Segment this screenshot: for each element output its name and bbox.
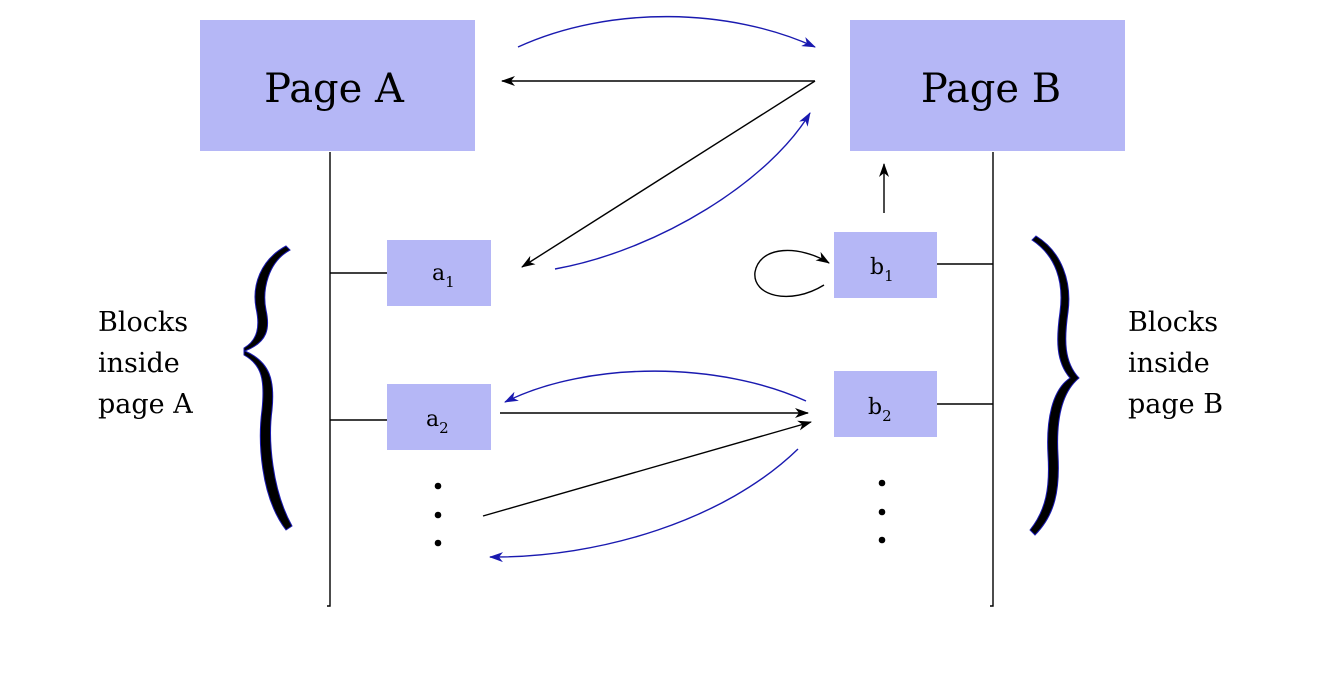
block-a1: a1 [387,240,491,306]
arrow-page-b-to-a1 [521,80,816,268]
block-a2-box [387,384,491,450]
arrow-b2-to-more-a [489,448,799,563]
ellipsis-b-dot [878,536,886,544]
right-side-label-line-3: page B [1128,389,1223,420]
ellipsis-b [878,479,886,544]
block-a1-box [387,240,491,306]
block-b1-box [834,232,937,298]
block-a2-base: a [426,407,439,432]
block-a1-sub: 1 [445,273,455,291]
arrow-more-a-to-b2 [482,420,812,517]
arrow-page-a-to-page-b [517,15,816,48]
ellipsis-a-dot [434,539,442,547]
block-b2-base: b [868,395,882,420]
block-b2-sub: 2 [882,407,892,425]
page-a: Page A [200,20,475,151]
arrow-b2-to-a2 [504,370,807,403]
ellipsis-b-dot [878,479,886,487]
block-a2-sub: 2 [439,419,449,437]
page-b: Page B [850,20,1125,151]
left-brace [243,245,293,531]
ellipsis-a [434,482,442,547]
page-b-box [850,20,1125,151]
block-b1-sub: 1 [884,267,894,285]
block-b2-label: b2 [868,395,892,425]
page-a-box [200,20,475,151]
block-a2-label: a2 [426,407,449,437]
page-a-spine [327,152,331,607]
page-a-label: Page A [264,66,405,112]
block-b1-base: b [870,255,884,280]
block-b1-label: b1 [870,255,894,285]
ellipsis-a-dot [434,482,442,490]
ellipsis-b-dot [878,508,886,516]
left-side-label-line-3: page A [98,389,193,420]
ellipsis-a-dot [434,511,442,519]
right-side-label: Blocks inside page B [1128,307,1223,420]
page-b-label: Page B [921,66,1061,112]
left-side-label-line-1: Blocks [98,307,188,338]
block-a2: a2 [387,384,491,450]
block-a1-base: a [432,261,445,286]
left-side-label: Blocks inside page A [98,307,193,420]
block-b2-box [834,371,937,437]
block-b2: b2 [834,371,937,437]
right-side-label-line-1: Blocks [1128,307,1218,338]
right-side-label-line-2: inside [1128,348,1210,379]
block-b1: b1 [834,232,937,298]
page-b-spine [990,152,994,607]
left-side-label-line-2: inside [98,348,180,379]
arrow-b1-self-loop [754,249,830,298]
arrow-a1-to-page-b [554,112,811,270]
right-brace [1029,235,1080,536]
block-a1-label: a1 [432,261,455,291]
